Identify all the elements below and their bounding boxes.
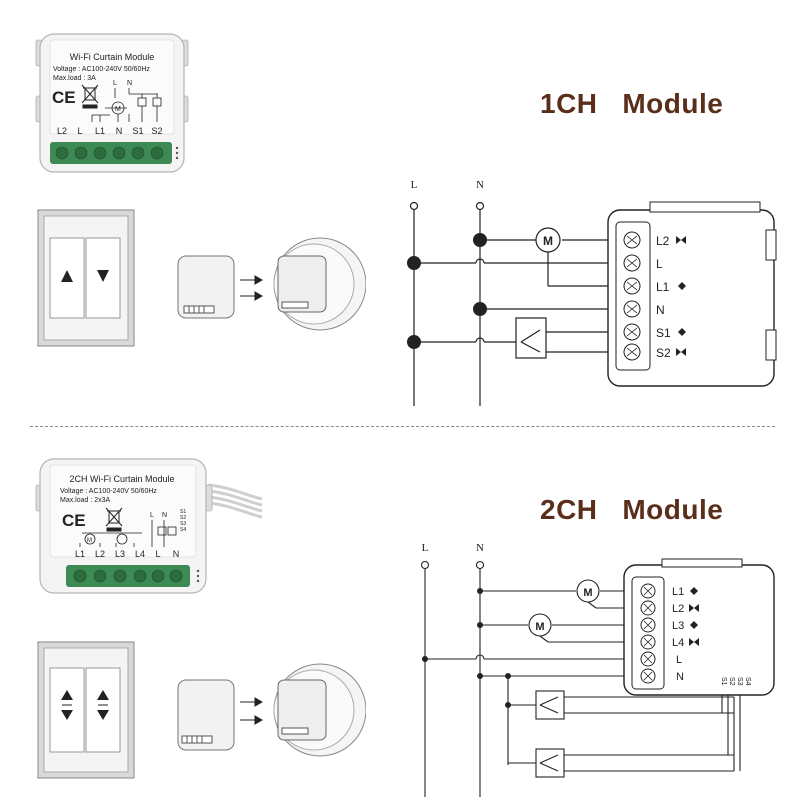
down-arrow-icon xyxy=(61,710,73,720)
module-small-1ch xyxy=(177,255,235,319)
wall-switch-1ch xyxy=(37,209,135,347)
wiring-1ch-terminal-label: N xyxy=(656,303,665,317)
ce-mark-icon: CE xyxy=(62,511,86,530)
module-1ch-max-load: Max.load : 3A xyxy=(53,75,96,82)
wiring-2ch-terminal-label: L xyxy=(676,654,682,666)
install-2ch-illustration xyxy=(37,641,366,779)
wiring-1ch-line-n-label: N xyxy=(476,179,484,191)
wiring-2ch: L N M xyxy=(420,542,775,797)
wiring-2ch-terminal-label: L2 xyxy=(672,603,684,615)
wiring-1ch-line-l-label: L xyxy=(411,179,418,191)
title-2ch: 2CH Module xyxy=(540,494,724,525)
module-small-2ch xyxy=(177,679,235,751)
wiring-2ch-module xyxy=(623,558,775,696)
insert-arrows-2ch xyxy=(240,697,264,725)
module-2ch-terminal-label: N xyxy=(173,549,180,559)
title-1ch: 1CH Module xyxy=(540,88,724,119)
module-2ch-mini-schematic xyxy=(79,520,177,547)
module-2ch-terminal-label: L xyxy=(155,549,160,559)
install-1ch-illustration xyxy=(37,209,366,347)
module-1ch-terminal-label: S2 xyxy=(151,126,162,136)
module-2ch-switch-mark: S2 xyxy=(180,515,186,521)
module-1ch-mark-l: L xyxy=(113,80,117,87)
module-2ch-terminal-label: L1 xyxy=(75,549,85,559)
module-1ch-terminal-label: L1 xyxy=(95,126,105,136)
up-arrow-icon xyxy=(61,690,73,700)
wiring-2ch-switch-mark: S3 xyxy=(736,677,743,686)
insert-arrows-1ch xyxy=(240,275,264,301)
up-arrow-icon xyxy=(61,270,73,282)
module-2ch-name: 2CH Wi-Fi Curtain Module xyxy=(69,474,174,484)
module-1ch-motor-mark: M xyxy=(115,106,121,113)
module-1ch-terminal-label: S1 xyxy=(132,126,143,136)
wiring-1ch-terminal-label: L1 xyxy=(656,280,670,294)
down-arrow-icon xyxy=(97,270,109,282)
wiring-1ch-terminal-label: L xyxy=(656,257,663,271)
wiring-1ch-terminal-label: S1 xyxy=(656,326,671,340)
wiring-2ch-terminal-label: L3 xyxy=(672,620,684,632)
wiring-2ch-line-l-label: L xyxy=(422,542,429,554)
wiring-2ch-switch-mark: S2 xyxy=(728,677,735,686)
bowtie-icon xyxy=(676,348,681,356)
wiring-2ch-switch-mark: S1 xyxy=(720,677,727,686)
wiring-2ch-terminal-label: L1 xyxy=(672,586,684,598)
bowtie-icon xyxy=(689,604,694,612)
section-divider xyxy=(30,426,775,427)
module-1ch-illustration: Wi-Fi Curtain Module Voltage : AC100-240… xyxy=(35,33,189,173)
module-2ch-terminal-label: L2 xyxy=(95,549,105,559)
module-1ch-mini-schematic xyxy=(91,88,162,122)
bowtie-icon xyxy=(689,638,694,646)
terminal-screws-2ch xyxy=(73,569,183,583)
diamond-icon xyxy=(690,621,698,629)
wiring-2ch-motor-label: M xyxy=(583,587,592,599)
diamond-icon xyxy=(690,587,698,595)
module-2ch-voltage: Voltage : AC100-240V 50/60Hz xyxy=(60,488,157,495)
module-2ch-terminal-label: L4 xyxy=(135,549,145,559)
terminal-screws-1ch xyxy=(55,146,164,160)
wiring-2ch-terminal-label: L4 xyxy=(672,637,684,649)
weee-bin-icon xyxy=(81,84,99,109)
module-2ch-mark-l: L xyxy=(150,512,154,519)
wiring-1ch: L N M xyxy=(407,179,777,406)
wall-box-2ch xyxy=(273,663,366,757)
down-arrow-icon xyxy=(97,710,109,720)
module-2ch-illustration: 2CH Wi-Fi Curtain Module Voltage : AC100… xyxy=(35,458,263,594)
diamond-icon xyxy=(678,282,686,290)
wiring-1ch-motor-label: M xyxy=(543,234,553,248)
wiring-2ch-line-n-label: N xyxy=(476,542,484,554)
module-1ch-terminal-label: L xyxy=(77,126,82,136)
module-1ch-name: Wi-Fi Curtain Module xyxy=(70,52,155,62)
module-2ch-switch-mark: S4 xyxy=(180,527,186,533)
up-arrow-icon xyxy=(97,690,109,700)
wiring-2ch-terminal-label: N xyxy=(676,671,684,683)
wiring-2ch-motor-label: M xyxy=(535,621,544,633)
module-2ch-motor-mark: M xyxy=(87,538,92,544)
module-2ch-switch-mark: S1 xyxy=(180,509,186,515)
module-1ch-mark-n: N xyxy=(127,80,132,87)
ce-mark-icon: CE xyxy=(52,88,76,107)
module-1ch-terminal-label: L2 xyxy=(57,126,67,136)
wiring-1ch-terminal-label: S2 xyxy=(656,346,671,360)
module-2ch-switch-mark: S3 xyxy=(180,521,186,527)
wall-switch-2ch xyxy=(37,641,135,779)
wall-box-1ch xyxy=(273,237,366,331)
module-2ch-max-load: Max.load : 2x3A xyxy=(60,497,111,504)
wiring-1ch-terminal-label: L2 xyxy=(656,234,670,248)
bowtie-icon xyxy=(676,236,681,244)
module-1ch-terminal-label: N xyxy=(116,126,123,136)
diamond-icon xyxy=(678,328,686,336)
module-1ch-voltage: Voltage : AC100-240V 50/60Hz xyxy=(53,66,150,73)
weee-bin-icon xyxy=(105,507,123,532)
module-2ch-terminal-label: L3 xyxy=(115,549,125,559)
wiring-2ch-switch-mark: S4 xyxy=(744,677,751,686)
module-2ch-mark-n: N xyxy=(162,512,167,519)
